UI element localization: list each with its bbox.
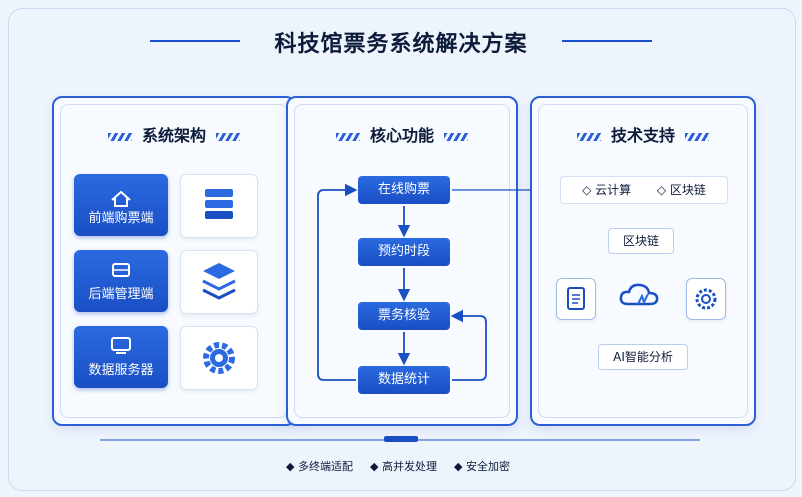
home-icon bbox=[111, 190, 131, 207]
title-right-line bbox=[562, 40, 652, 42]
stripe-decoration bbox=[576, 132, 601, 141]
tag-cloud: ◇ 云计算 bbox=[582, 183, 632, 197]
footer-item-multi-terminal: ◆ 多终端适配 bbox=[286, 460, 353, 473]
stripe-decoration bbox=[216, 132, 240, 141]
stripe-decoration bbox=[335, 132, 360, 141]
gear-card bbox=[180, 326, 258, 390]
document-icon bbox=[567, 287, 585, 310]
stripe-decoration bbox=[107, 132, 132, 141]
tech-heading: 技术支持 bbox=[532, 122, 754, 146]
page-title: 科技馆票务系统解决方案 bbox=[274, 32, 528, 57]
cloud-icon bbox=[619, 283, 659, 306]
layers-icon bbox=[205, 189, 233, 219]
backend-label: 后端管理端 bbox=[88, 287, 154, 302]
title-left-line bbox=[150, 40, 240, 42]
node-ai-analysis[interactable]: AI智能分析 bbox=[598, 344, 688, 370]
data-server-box[interactable]: 数据服务器 bbox=[74, 326, 168, 388]
server-icon bbox=[112, 263, 130, 277]
footer-item-encryption: ◆ 安全加密 bbox=[454, 460, 510, 473]
layers-icon bbox=[202, 263, 236, 300]
tag-blockchain: ◇ 区块链 bbox=[656, 183, 706, 197]
flow-step-online-purchase[interactable]: 在线购票 bbox=[358, 176, 450, 204]
functions-heading: 核心功能 bbox=[288, 122, 516, 146]
stripe-decoration bbox=[685, 132, 709, 141]
stripe-decoration bbox=[444, 132, 468, 141]
architecture-panel: 系统架构 前端购票端 后端管理端 数据服务器 bbox=[52, 96, 296, 426]
document-card bbox=[556, 278, 596, 320]
node-blockchain[interactable]: 区块链 bbox=[608, 228, 674, 254]
architecture-heading: 系统架构 bbox=[54, 122, 294, 146]
tech-panel: 技术支持 bbox=[530, 96, 756, 426]
flow-step-reserve[interactable]: 预约时段 bbox=[358, 238, 450, 266]
backend-box[interactable]: 后端管理端 bbox=[74, 250, 168, 312]
settings-card bbox=[686, 278, 726, 320]
frontend-label: 前端购票端 bbox=[88, 211, 154, 226]
monitor-icon bbox=[111, 337, 131, 354]
layers-card-2 bbox=[180, 250, 258, 314]
data-server-label: 数据服务器 bbox=[88, 363, 154, 378]
flow-step-verify[interactable]: 票务核验 bbox=[358, 302, 450, 330]
layers-card-1 bbox=[180, 174, 258, 238]
footer-item-concurrency: ◆ 高并发处理 bbox=[370, 460, 437, 473]
cloud-center bbox=[616, 276, 664, 320]
gear-icon bbox=[203, 342, 235, 374]
flow-step-statistics[interactable]: 数据统计 bbox=[358, 366, 450, 394]
frontend-box[interactable]: 前端购票端 bbox=[74, 174, 168, 236]
gear-icon bbox=[695, 288, 717, 310]
outer-frame bbox=[8, 8, 796, 491]
tech-tags-bar: ◇ 云计算 ◇ 区块链 bbox=[560, 176, 728, 204]
